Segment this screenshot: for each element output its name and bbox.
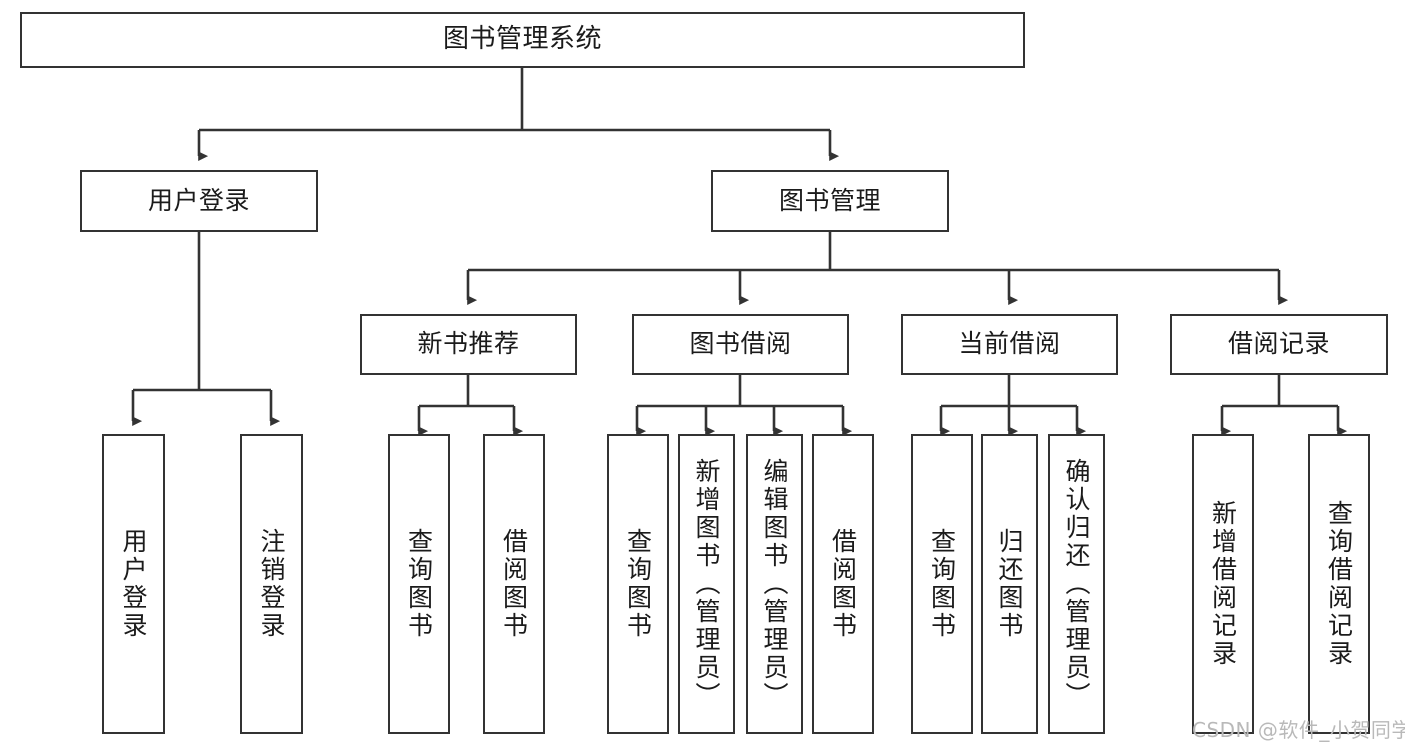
node-book-management[interactable]: 图书管理 [711,170,949,232]
leaf-current-return-book[interactable]: 归还图书 [981,434,1038,734]
leaf-record-query-record[interactable]: 查询借阅记录 [1308,434,1370,734]
node-label: 编辑图书（管理员） [760,458,789,710]
node-label: 查询图书 [404,528,434,640]
node-label: 查询借阅记录 [1324,500,1354,668]
node-label: 借阅图书 [499,528,529,640]
node-label: 当前借阅 [958,329,1061,359]
node-label: 归还图书 [995,528,1024,640]
node-label: 借阅记录 [1227,329,1330,359]
leaf-user-login-login[interactable]: 用户登录 [102,434,165,734]
node-new-book-recommend[interactable]: 新书推荐 [360,314,577,375]
node-label: 新增借阅记录 [1208,500,1238,668]
node-root-system[interactable]: 图书管理系统 [20,12,1025,68]
node-label: 查询图书 [927,528,957,640]
leaf-record-add-record[interactable]: 新增借阅记录 [1192,434,1254,734]
node-label: 图书管理系统 [442,24,602,55]
node-label: 新书推荐 [417,329,520,359]
node-label: 查询图书 [623,528,653,640]
leaf-borrow-borrow-book[interactable]: 借阅图书 [812,434,874,734]
node-label: 用户登录 [119,528,148,640]
node-book-borrow[interactable]: 图书借阅 [632,314,849,375]
node-current-borrow[interactable]: 当前借阅 [901,314,1118,375]
leaf-recommend-borrow-book[interactable]: 借阅图书 [483,434,545,734]
csdn-watermark: CSDN @软件_小贺同学 [1192,718,1405,742]
leaf-user-login-logout[interactable]: 注销登录 [240,434,303,734]
node-borrow-record[interactable]: 借阅记录 [1170,314,1388,375]
node-label: 确认归还（管理员） [1062,458,1091,710]
node-label: 注销登录 [257,528,286,640]
node-label: 图书借阅 [689,329,792,359]
node-label: 新增图书（管理员） [692,458,721,710]
node-label: 用户登录 [147,185,250,215]
leaf-borrow-add-book-admin[interactable]: 新增图书（管理员） [678,434,735,734]
node-label: 借阅图书 [828,528,858,640]
leaf-borrow-query-book[interactable]: 查询图书 [607,434,669,734]
node-label: 图书管理 [778,185,881,215]
leaf-recommend-query-book[interactable]: 查询图书 [388,434,450,734]
leaf-current-confirm-return-admin[interactable]: 确认归还（管理员） [1048,434,1105,734]
leaf-borrow-edit-book-admin[interactable]: 编辑图书（管理员） [746,434,803,734]
leaf-current-query-book[interactable]: 查询图书 [911,434,973,734]
node-user-login[interactable]: 用户登录 [80,170,318,232]
